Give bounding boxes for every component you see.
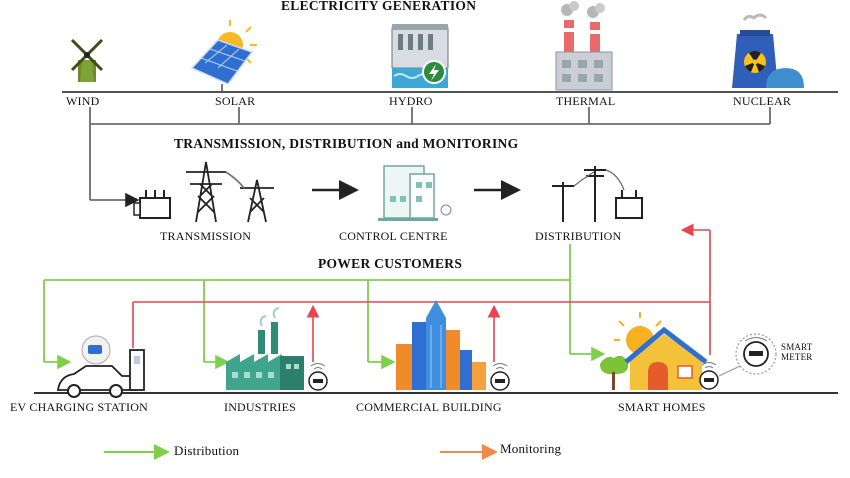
legend-distribution-label: Distribution	[174, 443, 240, 458]
wind-turbine-icon	[70, 38, 104, 82]
smart-meter-icon	[699, 362, 719, 390]
smart-meter-label-line2: METER	[781, 352, 813, 362]
thermal-plant-icon	[555, 1, 613, 91]
commercial-buildings-icon	[396, 300, 486, 390]
smart-meter-icon	[308, 363, 328, 391]
monitoring-lines	[132, 223, 711, 362]
generation-collector-lines	[89, 107, 771, 208]
customer-label-industries: INDUSTRIES	[224, 400, 297, 414]
hydro-dam-icon	[391, 24, 449, 88]
solar-panel-icon	[190, 20, 257, 92]
distribution-label: DISTRIBUTION	[535, 229, 622, 243]
customers-header: POWER CUSTOMERS	[318, 256, 463, 271]
nuclear-plant-icon	[732, 13, 804, 88]
generation-header: ELECTRICITY GENERATION	[281, 0, 477, 13]
legend-monitoring-label: Monitoring	[500, 441, 562, 456]
smart-meter-callout-icon	[718, 333, 777, 377]
distribution-lines	[43, 244, 606, 370]
source-label-thermal: THERMAL	[556, 94, 616, 108]
smart-meter-icon	[490, 363, 510, 391]
transformer-icon	[133, 190, 171, 219]
transmission-header: TRANSMISSION, DISTRIBUTION and MONITORIN…	[174, 136, 519, 151]
industry-factory-icon	[226, 307, 304, 390]
distribution-pole-icon	[552, 166, 643, 222]
smart-home-icon	[600, 312, 708, 390]
ev-charging-icon	[56, 335, 145, 398]
source-label-nuclear: NUCLEAR	[733, 94, 792, 108]
source-label-wind: WIND	[66, 94, 100, 108]
source-label-solar: SOLAR	[215, 94, 256, 108]
control-centre-label: CONTROL CENTRE	[339, 229, 448, 243]
transmission-label: TRANSMISSION	[160, 229, 252, 243]
transmission-tower-icon	[186, 161, 274, 223]
customer-label-homes: SMART HOMES	[618, 400, 706, 414]
source-label-hydro: HYDRO	[389, 94, 433, 108]
customer-label-ev: EV CHARGING STATION	[10, 400, 148, 414]
control-centre-building-icon	[378, 165, 452, 221]
smart-meter-label-line1: SMART	[781, 342, 813, 352]
customer-label-commercial: COMMERCIAL BUILDING	[356, 400, 502, 414]
